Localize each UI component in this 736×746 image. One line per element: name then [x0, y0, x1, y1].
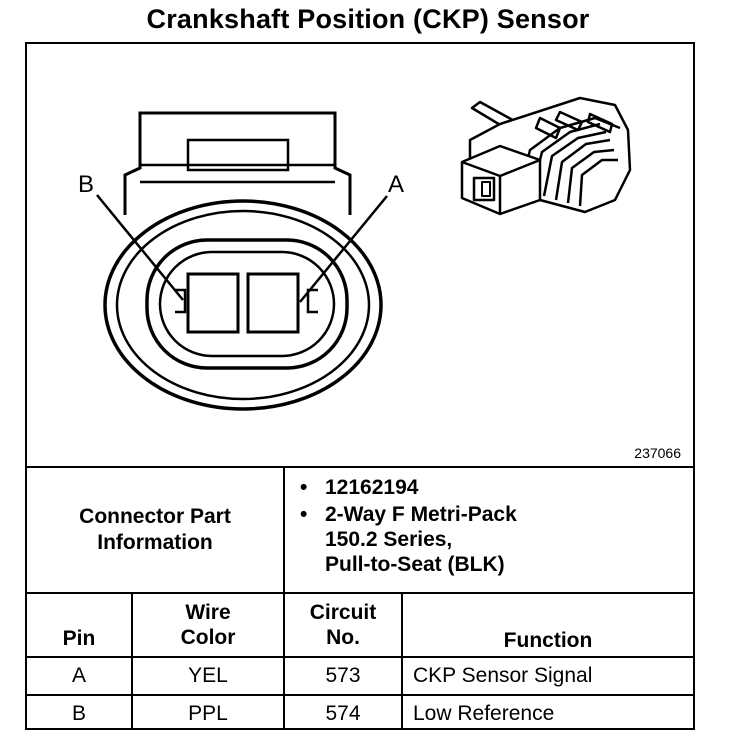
connector-type-line1: 2-Way F Metri-Pack: [325, 503, 517, 526]
connector-type-line2: 150.2 Series,: [325, 528, 453, 551]
table-cell-function: Low Reference: [413, 702, 555, 725]
callout-line-b: [96, 194, 184, 301]
table-cell-circuit: 573: [325, 664, 361, 687]
table-cell-wire-color: PPL: [188, 702, 228, 725]
header-wire-color: Wire Color: [133, 600, 283, 650]
divider-info-top: [25, 466, 695, 468]
connector-seal-outer: [145, 238, 349, 370]
terminal-cavity-a: [246, 272, 300, 334]
table-cell-wire-color: YEL: [188, 664, 228, 687]
bullet: •: [300, 476, 308, 499]
divider-row-b-top: [25, 694, 695, 696]
table-cell-pin: B: [71, 702, 86, 725]
divider-col-circuit: [401, 592, 403, 730]
connector-isometric-view: [460, 96, 632, 216]
table-cell-pin: A: [71, 664, 86, 687]
connector-diagram: B A: [78, 96, 632, 411]
divider-row-a-top: [25, 656, 695, 658]
header-circuit-no: Circuit No.: [285, 600, 401, 650]
list-item: • 12162194: [300, 475, 517, 500]
pin-label-a: A: [388, 171, 404, 198]
header-pin: Pin: [62, 627, 96, 650]
header-circuit-line2: No.: [326, 626, 360, 649]
header-wire-color-line2: Color: [180, 626, 236, 649]
divider-col-pin: [131, 592, 133, 730]
table-cell-function: CKP Sensor Signal: [413, 664, 593, 687]
connector-seal-inner: [158, 250, 336, 358]
divider-header-top: [25, 592, 695, 594]
connector-outer-shell-inner-edge: [115, 209, 371, 401]
pin-label-b: B: [78, 171, 94, 198]
header-wire-color-line1: Wire: [185, 601, 231, 624]
drawing-number: 237066: [634, 445, 681, 461]
callout-line-a: [299, 195, 388, 303]
list-item: • 2-Way F Metri-Pack 150.2 Series, Pull-…: [300, 502, 517, 577]
connector-outer-shell: [103, 199, 383, 411]
page-title: Crankshaft Position (CKP) Sensor: [146, 4, 590, 34]
table-cell-circuit: 574: [325, 702, 361, 725]
connector-latch-housing: [123, 111, 352, 215]
part-number: 12162194: [325, 476, 419, 499]
connector-type-line3: Pull-to-Seat (BLK): [325, 553, 505, 576]
connector-info-label: Connector Part Information: [27, 468, 283, 592]
connector-info-list: • 12162194 • 2-Way F Metri-Pack 150.2 Se…: [300, 475, 517, 579]
terminal-cavity-b: [186, 272, 240, 334]
bullet: •: [300, 503, 308, 526]
header-circuit-line1: Circuit: [309, 601, 377, 624]
connector-info-label-line2: Information: [97, 531, 213, 554]
header-function: Function: [503, 629, 593, 652]
divider-col-info: [283, 466, 285, 730]
connector-front-view: [103, 111, 383, 411]
diagram-frame: [25, 42, 695, 730]
connector-info-label-line1: Connector Part: [79, 505, 231, 528]
latch-window: [186, 138, 290, 172]
pin-callouts: [96, 194, 388, 303]
